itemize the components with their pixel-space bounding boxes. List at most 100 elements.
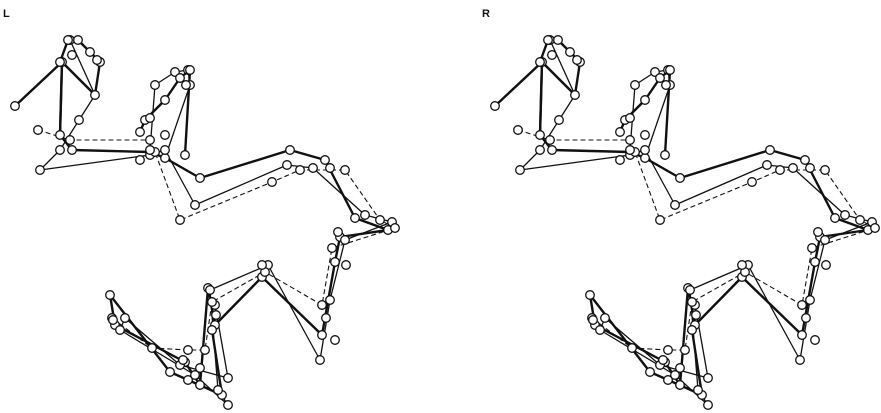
atom-node — [675, 380, 685, 390]
atom-node — [327, 243, 337, 253]
left-stereo-view — [10, 35, 400, 410]
atom-node — [135, 155, 145, 165]
atom-node — [360, 210, 370, 220]
atom-node — [207, 297, 217, 307]
atom-node — [145, 135, 155, 145]
right-panel-label: R — [482, 8, 490, 20]
atom-node — [160, 153, 170, 163]
atom-node — [545, 135, 555, 145]
atom-node — [490, 101, 500, 111]
atom-node — [145, 145, 155, 155]
atom-node — [115, 325, 125, 335]
atom-node — [870, 223, 880, 233]
atom-node — [223, 373, 233, 383]
atom-node — [765, 145, 775, 155]
atom-node — [150, 80, 160, 90]
atom-node — [543, 35, 553, 45]
atom-node — [810, 335, 820, 345]
atom-node — [660, 150, 670, 160]
atom-node — [333, 227, 343, 237]
atom-node — [35, 165, 45, 175]
bold-backbone-trace — [13, 60, 390, 397]
atom-node — [205, 285, 215, 295]
thin-loop-trace — [149, 69, 191, 159]
atom-node — [257, 260, 267, 270]
atom-node — [67, 50, 77, 60]
atom-node — [160, 145, 170, 155]
atom-node — [805, 295, 815, 305]
atom-node — [553, 35, 563, 45]
atom-node — [175, 215, 185, 225]
atom-node — [687, 325, 697, 335]
atom-node — [183, 345, 193, 355]
left-panel-label: L — [3, 8, 10, 20]
atom-node — [85, 47, 95, 57]
atom-node — [160, 95, 170, 105]
atom-node — [175, 73, 185, 83]
atom-node — [820, 165, 830, 175]
atom-node — [762, 160, 772, 170]
atom-node — [105, 290, 115, 300]
atom-node — [317, 300, 327, 310]
atom-node — [330, 257, 340, 267]
atom-node — [195, 363, 205, 373]
atom-node — [195, 380, 205, 390]
atom-node — [625, 145, 635, 155]
atom-node — [325, 295, 335, 305]
atom-node — [630, 80, 640, 90]
atom-node — [572, 55, 582, 65]
atom-node — [65, 135, 75, 145]
atom-node — [282, 160, 292, 170]
atom-node — [63, 35, 73, 45]
atom-node — [788, 163, 798, 173]
atom-node — [820, 235, 830, 245]
atom-node — [830, 213, 840, 223]
atom-node — [680, 345, 690, 355]
atom-node — [627, 343, 637, 353]
atom-node — [330, 335, 340, 345]
atom-node — [805, 163, 815, 173]
atom-node — [615, 127, 625, 137]
atom-node — [341, 260, 351, 270]
atom-node — [658, 355, 668, 365]
atom-node — [665, 65, 675, 75]
atom-node — [340, 235, 350, 245]
atom-node — [195, 173, 205, 183]
atom-node — [321, 313, 331, 323]
atom-node — [10, 101, 20, 111]
atom-node — [691, 310, 701, 320]
atom-node — [625, 135, 635, 145]
atom-node — [747, 177, 757, 187]
atom-node — [147, 343, 157, 353]
atom-node — [807, 243, 817, 253]
atom-node — [317, 330, 327, 340]
atom-node — [645, 367, 655, 377]
atom-node — [33, 125, 43, 135]
atom-node — [640, 130, 650, 140]
atom-node — [810, 257, 820, 267]
atom-node — [797, 300, 807, 310]
atom-node — [55, 57, 65, 67]
atom-node — [295, 165, 305, 175]
atom-node — [92, 55, 102, 65]
atom-node — [685, 285, 695, 295]
atom-node — [600, 313, 610, 323]
atom-node — [585, 290, 595, 300]
atom-node — [565, 47, 575, 57]
atom-node — [207, 325, 217, 335]
atom-node — [655, 215, 665, 225]
atom-node — [800, 155, 810, 165]
atom-node — [223, 400, 233, 410]
atom-node — [67, 145, 77, 155]
atom-node — [797, 330, 807, 340]
atom-node — [513, 125, 523, 135]
atom-node — [211, 310, 221, 320]
atom-node — [703, 373, 713, 383]
atom-node — [213, 385, 223, 395]
atom-node — [120, 313, 130, 323]
atom-node — [547, 50, 557, 60]
atom-node — [655, 73, 665, 83]
atom-node — [821, 260, 831, 270]
right-stereo-view — [490, 35, 880, 410]
